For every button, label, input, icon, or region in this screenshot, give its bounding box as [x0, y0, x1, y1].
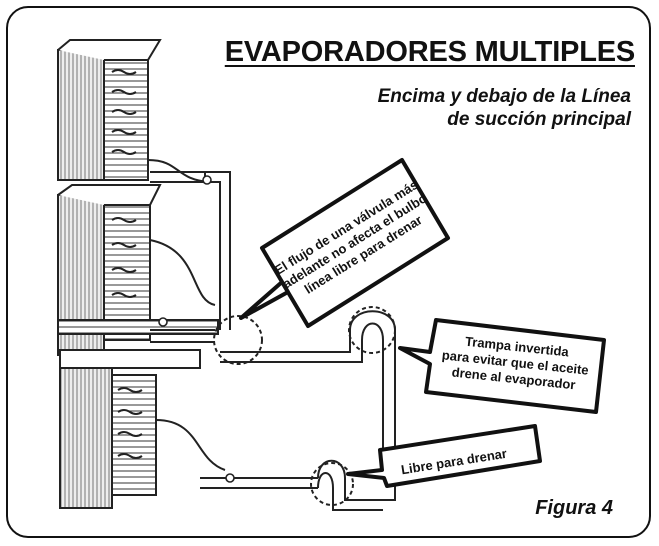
lower-evaporator	[59, 349, 226, 509]
callout-drain: Libre para drenar	[346, 424, 542, 488]
figure-label: Figura 4	[535, 497, 613, 519]
upper-evaporator	[57, 39, 211, 183]
junction-highlight	[213, 315, 263, 365]
subtitle-line-2: de succión principal	[447, 109, 631, 130]
inverted-trap-highlight	[348, 306, 396, 354]
drain-trap-highlight	[310, 462, 354, 506]
subtitle: Encima y debajo de la Línea de succión p…	[331, 85, 631, 131]
subtitle-line-1: Encima y debajo de la Línea	[377, 86, 631, 107]
callout-trap: Trampa invertida para evitar que el acei…	[398, 318, 606, 414]
middle-evaporator	[57, 184, 219, 356]
page-title: EVAPORADORES MULTIPLES	[224, 36, 635, 68]
callout-flow: El flujo de una válvula más adelante no …	[239, 158, 450, 328]
valve-icons	[158, 175, 235, 483]
